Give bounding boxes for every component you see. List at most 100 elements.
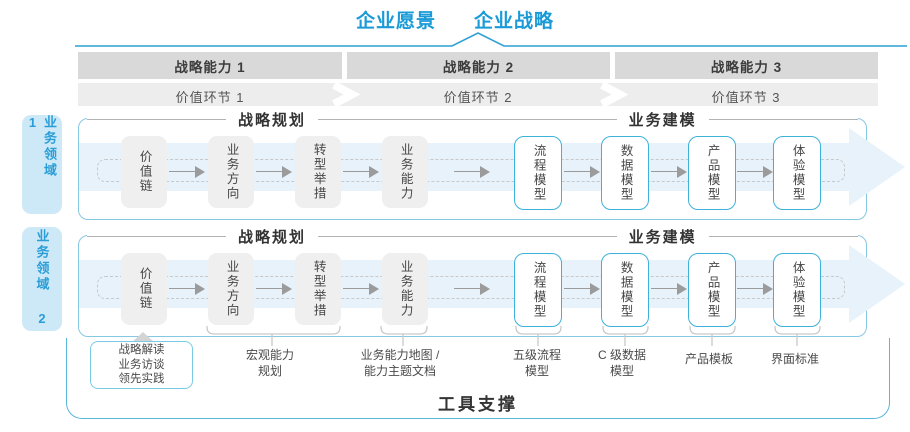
domain-label-1: 业务领域 1 [22, 115, 62, 214]
row1-box-transformation: 转型举措 [295, 136, 341, 208]
row2-box-value-chain: 价值链 [121, 253, 167, 325]
box-label: 数据模型 [618, 144, 633, 202]
callout-line: C 级数据 [597, 348, 647, 362]
header-line [87, 118, 226, 120]
box-label: 转型举措 [311, 143, 326, 201]
row1-box-business-direction: 业务方向 [208, 136, 254, 208]
callout-line: 规划 [257, 363, 283, 378]
row2-dashed-track [97, 276, 845, 299]
row1-flow-arrowhead-icon [849, 128, 905, 206]
header-line [318, 118, 617, 120]
callout-line: 领先实践 [118, 373, 165, 386]
arrow-right-icon [651, 283, 687, 295]
row1-box-process-model: 流程模型 [514, 136, 562, 210]
box-label: 价值链 [137, 267, 152, 311]
callout-line: 战略解读 [118, 344, 165, 357]
page-title: 企业愿景 企业战略 [0, 6, 910, 33]
row2-section-headers: 战略规划 业务建模 [87, 226, 858, 246]
row2-box-experience-model: 体验模型 [773, 253, 821, 327]
row2-box-data-model: 数据模型 [601, 253, 649, 327]
row2-box-transformation: 转型举措 [295, 253, 341, 325]
row1-box-data-model: 数据模型 [601, 136, 649, 210]
callout-ui-standard: 界面标准 [771, 352, 819, 368]
domain-label-2: 业务领域 2 [22, 227, 62, 331]
row2-box-business-direction: 业务方向 [208, 253, 254, 325]
box-label: 业务方向 [224, 143, 239, 201]
tool-support-container: 工具支撑 [66, 338, 890, 419]
row1-planning-header: 战略规划 [238, 111, 307, 129]
arrow-right-icon [169, 283, 205, 295]
callout-capability-map: 业务能力地图 / 能力主题文档 [361, 348, 440, 379]
capability-band-2: 战略能力 2 [347, 52, 610, 79]
arrow-right-icon [343, 166, 379, 178]
header-line [708, 118, 858, 120]
value-link-3: 价值环节 3 [711, 90, 781, 105]
strategy-title: 企业战略 [474, 11, 555, 32]
capability-band-1-label: 战略能力 1 [174, 59, 246, 75]
domain-1-text: 业务领域 1 [25, 115, 57, 179]
box-label: 产品模型 [705, 144, 720, 202]
callout-line: 能力主题文档 [363, 363, 437, 378]
box-label: 业务能力 [398, 260, 413, 318]
value-link-band: 价值环节 1 价值环节 2 价值环节 3 [78, 83, 878, 106]
row1-box-business-capability: 业务能力 [382, 136, 428, 208]
domain-1-row: 战略规划 业务建模 价值链 业务方向 转型举措 业务能力 流程模型 数据模型 产… [78, 109, 905, 220]
value-link-2: 价值环节 2 [443, 90, 513, 105]
arrow-right-icon [454, 283, 490, 295]
row2-box-product-model: 产品模型 [688, 253, 736, 327]
callout-product-template: 产品模板 [685, 352, 733, 368]
capability-band-1: 战略能力 1 [78, 52, 342, 79]
box-label: 产品模型 [705, 261, 720, 319]
header-line [318, 235, 617, 237]
row1-box-value-chain: 价值链 [121, 136, 167, 208]
box-label: 转型举措 [311, 260, 326, 318]
box-label: 业务方向 [224, 260, 239, 318]
vision-title: 企业愿景 [355, 11, 436, 32]
arrow-right-icon [256, 166, 292, 178]
row2-flow-arrowhead-icon [849, 245, 905, 323]
row1-modeling-header: 业务建模 [628, 111, 697, 129]
callout-process-model: 五级流程 模型 [513, 348, 561, 379]
capability-band-2-label: 战略能力 2 [442, 59, 515, 75]
callout-line: 宏观能力 [245, 348, 295, 362]
box-label: 体验模型 [790, 261, 805, 319]
row2-box-business-capability: 业务能力 [382, 253, 428, 325]
row2-box-process-model: 流程模型 [514, 253, 562, 327]
box-label: 业务能力 [398, 143, 413, 201]
header-line [708, 235, 858, 237]
row2-planning-header: 战略规划 [238, 228, 307, 246]
callout-line: 业务访谈 [118, 358, 165, 371]
arrow-right-icon [564, 166, 600, 178]
row1-box-experience-model: 体验模型 [773, 136, 821, 210]
box-label: 流程模型 [531, 261, 546, 319]
domain-2-text: 业务领域 2 [34, 229, 50, 329]
arrow-right-icon [454, 166, 490, 178]
arrow-right-icon [564, 283, 600, 295]
header-line [87, 235, 226, 237]
arrow-right-icon [737, 283, 773, 295]
domain-2-row: 战略规划 业务建模 价值链 业务方向 转型举措 业务能力 流程模型 数据模型 产… [78, 226, 905, 337]
callout-data-model: C 级数据 模型 [598, 348, 646, 379]
callout-line: 产品模板 [684, 352, 734, 366]
value-link-1: 价值环节 1 [175, 90, 245, 105]
row1-section-headers: 战略规划 业务建模 [87, 109, 858, 129]
callout-macro-capability: 宏观能力 规划 [246, 348, 294, 379]
arrow-right-icon [169, 166, 205, 178]
callout-line: 模型 [524, 363, 550, 378]
callout-line: 五级流程 [512, 348, 562, 362]
callout-line: 界面标准 [770, 352, 820, 366]
box-label: 数据模型 [618, 261, 633, 319]
tool-support-label: 工具支撑 [438, 395, 518, 414]
arrow-right-icon [737, 166, 773, 178]
arrow-right-icon [343, 283, 379, 295]
row2-modeling-header: 业务建模 [628, 228, 697, 246]
callout-line: 业务能力地图 / [360, 348, 440, 362]
callout-line: 模型 [609, 363, 635, 378]
box-label: 价值链 [137, 150, 152, 194]
box-label: 体验模型 [790, 144, 805, 202]
box-label: 流程模型 [531, 144, 546, 202]
arrow-right-icon [256, 283, 292, 295]
capability-band-3-label: 战略能力 3 [710, 59, 783, 75]
arrow-right-icon [651, 166, 687, 178]
